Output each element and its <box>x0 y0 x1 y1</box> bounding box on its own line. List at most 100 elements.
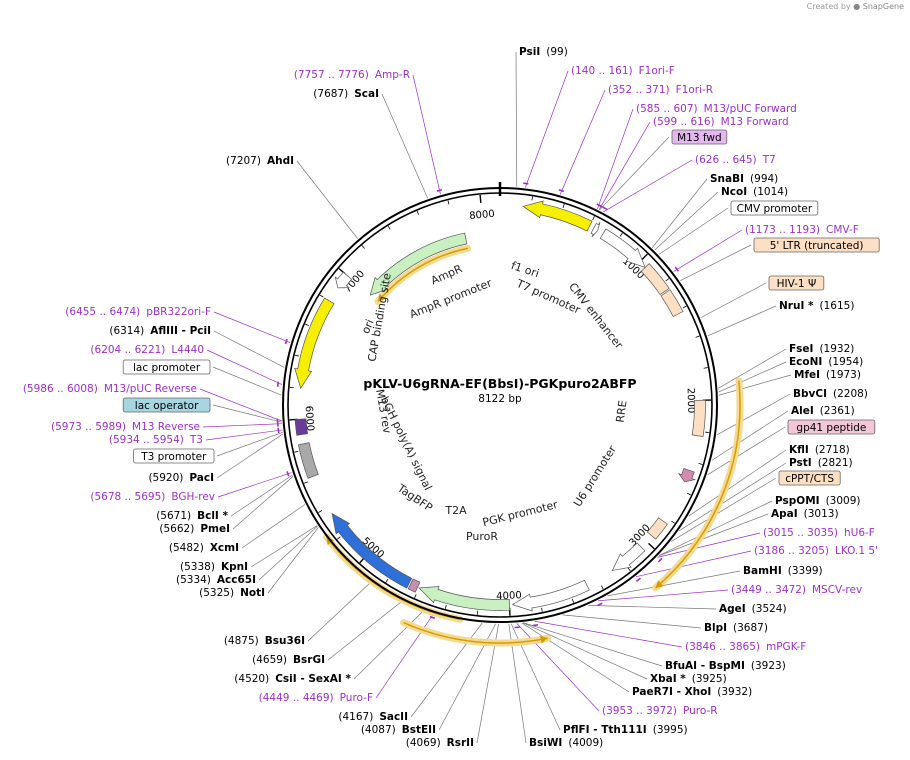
box-label[interactable]: T3 promoter <box>133 448 215 464</box>
site-label[interactable]: NcoI(1014) <box>721 186 788 198</box>
primer-text: (3186 .. 3205)LKO.1 5' <box>754 545 878 557</box>
primer-label[interactable]: (585 .. 607)M13/pUC Forward <box>636 103 797 115</box>
ruler-minor-tick <box>294 450 299 453</box>
primer-label[interactable]: (3846 .. 3865)mPGK-F <box>685 641 806 653</box>
site-text: (4087)BstEII <box>361 724 436 736</box>
site-label[interactable]: (4875)Bsu36I <box>224 635 305 647</box>
site-label[interactable]: (5338)KpnI <box>180 561 248 573</box>
site-label[interactable]: (5671)BclI * <box>156 510 228 522</box>
box-label[interactable]: lac operator <box>122 397 211 413</box>
site-label[interactable]: MfeI(1973) <box>794 369 861 381</box>
site-label[interactable]: BbvCI(2208) <box>793 388 868 400</box>
primer-label[interactable]: (3015 .. 3035)hU6-F <box>763 527 875 539</box>
site-label[interactable]: PstI(2821) <box>789 457 853 469</box>
primer-name: F1ori-R <box>676 84 713 96</box>
site-label[interactable]: (7687)ScaI <box>313 88 379 100</box>
primer-label[interactable]: (352 .. 371)F1ori-R <box>608 84 713 96</box>
site-label[interactable]: (4167)SacII <box>338 711 408 723</box>
ruler-minor-tick <box>698 462 703 465</box>
primer-label[interactable]: (626 .. 645)T7 <box>695 154 776 166</box>
site-label[interactable]: (4069)RsrII <box>406 737 474 749</box>
site-label[interactable]: BlpI(3687) <box>704 622 768 634</box>
ruler-label: 2000 <box>685 388 697 414</box>
site-label[interactable]: AgeI(3524) <box>719 603 787 615</box>
site-label[interactable]: BsiWI(4009) <box>529 737 603 749</box>
leader-line <box>707 426 786 476</box>
site-position: (5482) <box>169 542 204 554</box>
box-label[interactable]: gp41 peptide <box>787 419 876 435</box>
primer-label[interactable]: (4449 .. 4469)Puro-F <box>259 692 373 704</box>
orf-arrowhead <box>540 635 548 644</box>
primer-label[interactable]: (1173 .. 1193)CMV-F <box>745 224 859 236</box>
ruler-minor-tick <box>318 510 323 513</box>
primer-label[interactable]: (5678 .. 5695)BGH-rev <box>90 491 215 503</box>
box-label[interactable]: lac promoter <box>122 359 211 375</box>
primer-label[interactable]: (6204 .. 6221)L4440 <box>90 344 204 356</box>
site-position: (2361) <box>820 405 855 417</box>
site-label[interactable]: (6314)AflIII - PciI <box>109 325 211 337</box>
feature-cmv-enhancer <box>599 228 646 269</box>
site-text: PsiI(99) <box>519 46 568 58</box>
primer-label[interactable]: (3186 .. 3205)LKO.1 5' <box>754 545 878 557</box>
box-label[interactable]: 5' LTR (truncated) <box>753 237 880 253</box>
site-label[interactable]: (4087)BstEII <box>361 724 436 736</box>
site-name: PstI <box>789 457 812 469</box>
feature-box-text: lac operator <box>135 400 199 412</box>
site-label[interactable]: XbaI *(3925) <box>650 673 727 685</box>
leader-line <box>603 159 693 213</box>
site-label[interactable]: BamHI(3399) <box>743 565 823 577</box>
feature-bgh-poly-a-signal <box>297 442 319 479</box>
primer-label[interactable]: (3449 .. 3472)MSCV-rev <box>731 584 862 596</box>
leader-lines <box>199 51 792 744</box>
primer-text: (4449 .. 4469)Puro-F <box>259 692 373 704</box>
primer-label[interactable]: (7757 .. 7776)Amp-R <box>294 69 410 81</box>
ruler-minor-tick <box>387 225 391 230</box>
site-position: (5920) <box>148 472 183 484</box>
site-label[interactable]: (5325)NotI <box>199 587 265 599</box>
credit-prefix: Created by <box>806 2 851 11</box>
site-label[interactable]: BfuAI - BspMI(3923) <box>665 660 786 672</box>
primer-label[interactable]: (5973 .. 5989)M13 Reverse <box>51 421 200 433</box>
ruler-minor-tick <box>304 323 309 327</box>
site-label[interactable]: PsiI(99) <box>519 46 568 58</box>
site-label[interactable]: (5920)PacI <box>148 472 214 484</box>
site-label[interactable]: NruI *(1615) <box>779 300 854 312</box>
box-label[interactable]: CMV promoter <box>730 200 819 216</box>
feature-label: AmpR <box>429 262 465 287</box>
leader-line <box>516 623 600 712</box>
site-label[interactable]: EcoNI(1954) <box>789 356 863 368</box>
site-label[interactable]: SnaBI(994) <box>710 173 778 185</box>
site-position: (1932) <box>819 343 854 355</box>
site-label[interactable]: PflFI - Tth111I(3995) <box>563 724 688 736</box>
site-label[interactable]: ApaI(3013) <box>771 508 839 520</box>
orf-arrowhead <box>655 580 664 588</box>
site-text: PstI(2821) <box>789 457 853 469</box>
site-name: AleI <box>791 405 814 417</box>
site-label[interactable]: PspOMI(3009) <box>775 495 860 507</box>
site-label[interactable]: (5482)XcmI <box>169 542 239 554</box>
box-label[interactable]: M13 fwd <box>671 129 728 145</box>
primer-label[interactable]: (5934 .. 5954)T3 <box>109 434 203 446</box>
ruler-minor-tick <box>687 492 692 496</box>
ruler-minor-tick <box>361 245 365 249</box>
primer-label[interactable]: (5986 .. 6008)M13/pUC Reverse <box>23 383 197 395</box>
site-label[interactable]: (7207)AhdI <box>226 155 294 167</box>
ruler-tick <box>479 194 482 203</box>
site-label[interactable]: FseI(1932) <box>789 343 854 355</box>
site-label[interactable]: AleI (2361) <box>791 405 855 417</box>
site-text: BlpI(3687) <box>704 622 768 634</box>
primer-label[interactable]: (3953 .. 3972)Puro-R <box>602 705 718 717</box>
site-label[interactable]: (4659)BsrGI <box>252 654 325 666</box>
site-label[interactable]: (5334)Acc65I <box>176 574 256 586</box>
site-label[interactable]: PaeR7I - XhoI(3932) <box>632 686 752 698</box>
site-label[interactable]: (4520)CsiI - SexAI * <box>234 673 351 685</box>
site-name: BamHI <box>743 565 782 577</box>
box-label[interactable]: cPPT/CTS <box>778 470 841 486</box>
primer-label[interactable]: (6455 .. 6474)pBR322ori-F <box>65 306 211 318</box>
site-label[interactable]: KflI(2718) <box>789 444 850 456</box>
box-label[interactable]: HIV-1 Ψ <box>768 275 825 291</box>
site-position: (5325) <box>199 587 234 599</box>
site-label[interactable]: (5662)PmeI <box>159 523 230 535</box>
primer-label[interactable]: (140 .. 161)F1ori-F <box>571 65 675 77</box>
primer-label[interactable]: (599 .. 616)M13 Forward <box>653 116 789 128</box>
